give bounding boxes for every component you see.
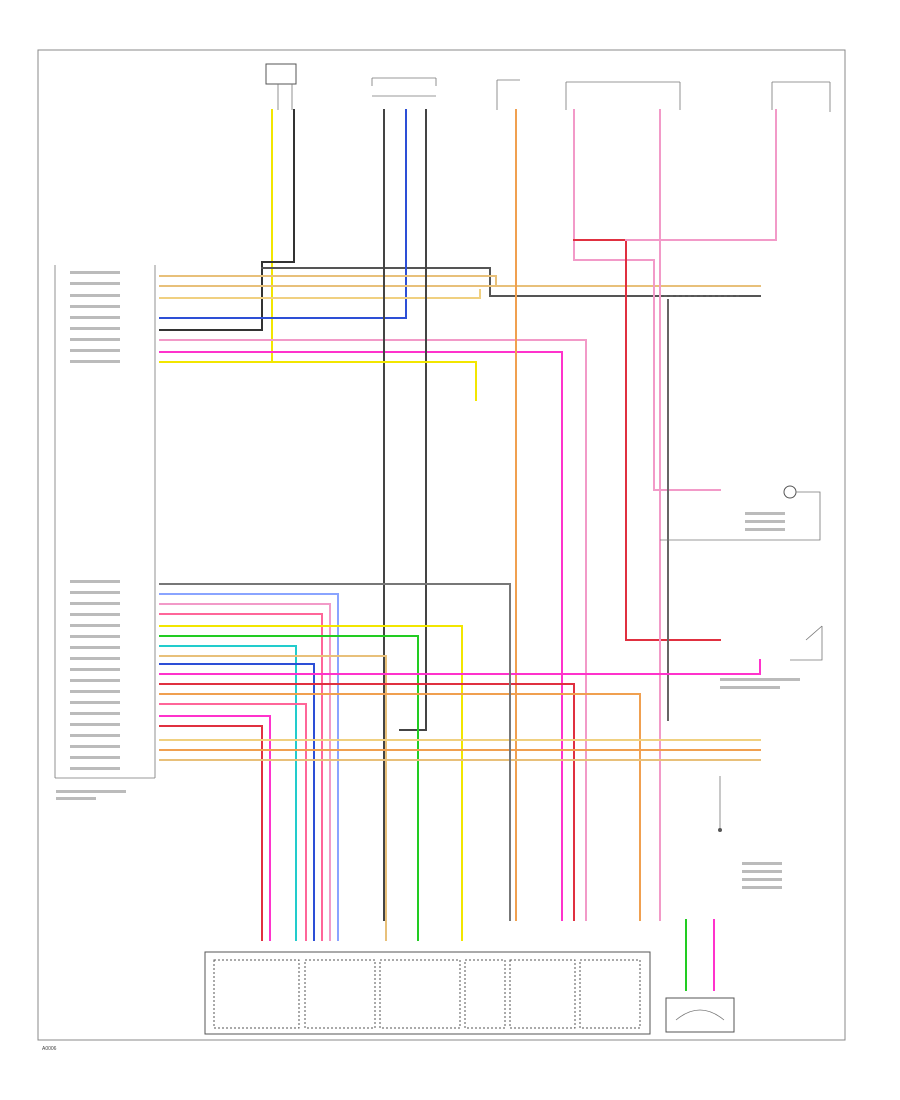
top-fuse-box <box>265 63 297 85</box>
diagram-frame <box>37 49 846 1041</box>
speed-sensor-box <box>665 997 735 1033</box>
wires <box>159 109 777 991</box>
pcm-connector-box <box>54 265 156 779</box>
transmission-outline <box>204 951 651 1035</box>
right-components <box>660 485 823 832</box>
label-placeholders <box>56 271 800 889</box>
top-connectors <box>265 63 831 112</box>
transmission-assembly <box>204 951 735 1035</box>
page-id-label: A0006 <box>42 1046 57 1052</box>
warning-lamp-icon <box>783 485 797 499</box>
